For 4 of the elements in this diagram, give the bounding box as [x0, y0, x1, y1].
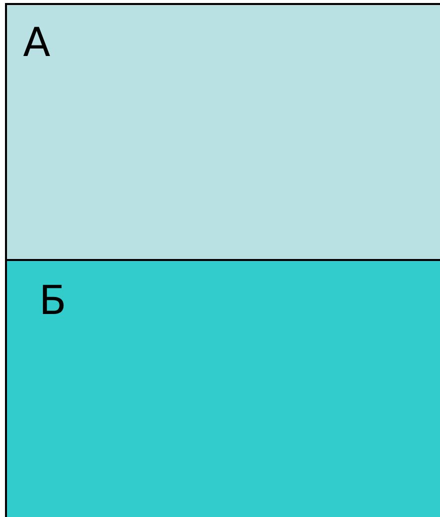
panel	[5, 259, 440, 517]
panel-label: Б	[39, 281, 66, 321]
panel	[5, 3, 440, 261]
panel-label: А	[23, 23, 50, 63]
